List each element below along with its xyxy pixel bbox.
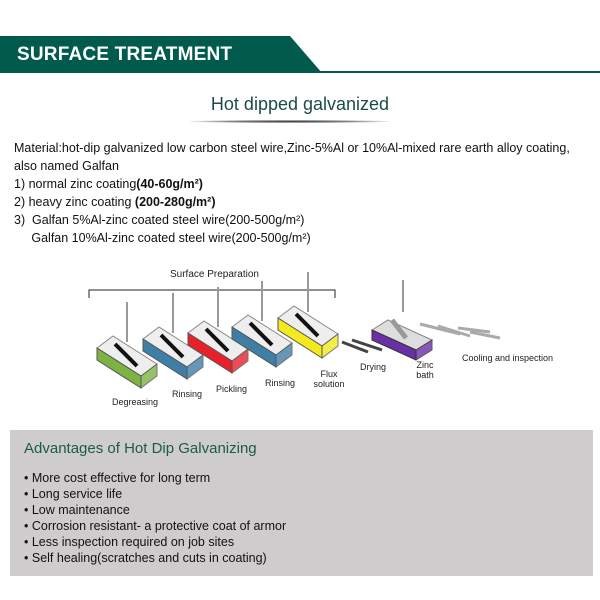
tank-end-rinsing-2: [275, 342, 293, 368]
section-title: SURFACE TREATMENT: [17, 44, 233, 65]
header-rule: [300, 71, 600, 73]
step-label-drying: Drying: [360, 362, 387, 372]
advantages-title: Advantages of Hot Dip Galvanizing: [24, 440, 257, 457]
advantages-list: More cost effective for long term Long s…: [24, 470, 286, 566]
step-label-pickling: Pickling: [216, 384, 248, 394]
zinc-bath-wire: [390, 318, 408, 340]
step-label-flux: Flux solution: [313, 369, 345, 389]
bracket-label: Surface Preparation: [170, 269, 259, 280]
surface-preparation-bracket: [88, 289, 336, 298]
advantage-item: Self healing(scratches and cuts in coati…: [24, 550, 286, 566]
tank-end-degreasing: [140, 363, 158, 389]
item-value: (200-280g/m²): [134, 195, 216, 209]
advantage-item: Low maintenance: [24, 502, 286, 518]
steel-wire-rinsing-2: [248, 321, 274, 347]
coating-item-3: 3) Galfan 5%Al-zinc coated steel wire(20…: [14, 213, 305, 227]
cooling-bar: [437, 324, 471, 338]
item-value: (40-60g/m²): [136, 177, 203, 191]
tank-end-rinsing-1: [186, 354, 204, 380]
subtitle-underline: [190, 120, 390, 123]
advantage-item: Corrosion resistant- a protective coat o…: [24, 518, 286, 534]
galvanizing-process-diagram: [88, 272, 501, 389]
advantage-item: Long service life: [24, 486, 286, 502]
item-text: 1) normal zinc coating: [14, 177, 137, 191]
material-line-1: Material:hot-dip galvanized low carbon s…: [14, 141, 570, 155]
advantage-item: Less inspection required on job sites: [24, 534, 286, 550]
step-label-rinsing-2: Rinsing: [265, 378, 296, 388]
section-header-band: [0, 36, 322, 73]
subtitle: Hot dipped galvanized: [210, 94, 390, 114]
cooling-bar: [457, 326, 491, 334]
steel-wire-flux: [294, 312, 320, 338]
steel-wire-rinsing-1: [159, 333, 185, 359]
cooling-bar: [469, 330, 501, 340]
tank-end-flux: [321, 333, 339, 359]
item-text: 2) heavy zinc coating: [14, 195, 135, 209]
tank-end-pickling: [231, 348, 249, 374]
steel-wire-pickling: [204, 327, 230, 353]
step-label-cooling: Cooling and inspection: [462, 353, 554, 363]
drying-bar: [351, 338, 383, 352]
step-label-degreasing: Degreasing: [112, 397, 159, 407]
material-line-2: also named Galfan: [14, 159, 119, 173]
advantage-item: More cost effective for long term: [24, 470, 286, 486]
coating-item-1: 1) normal zinc coating(40-60g/m²): [14, 175, 203, 193]
coating-item-2: 2) heavy zinc coating (200-280g/m²): [14, 193, 216, 211]
coating-item-4: Galfan 10%Al-zinc coated steel wire(200-…: [14, 231, 311, 245]
steel-wire-degreasing: [113, 342, 139, 368]
step-label-zinc-bath: Zinc bath: [416, 360, 434, 380]
zinc-bath-end: [415, 339, 433, 361]
step-label-rinsing-1: Rinsing: [172, 389, 203, 399]
drying-bar: [341, 340, 369, 354]
